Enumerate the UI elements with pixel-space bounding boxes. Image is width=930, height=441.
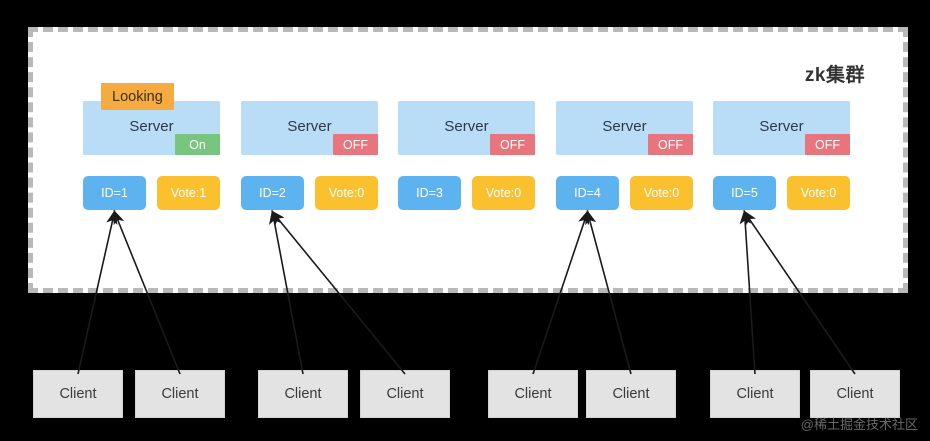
- client-box-6[interactable]: Client: [586, 370, 676, 418]
- client-box-1[interactable]: Client: [33, 370, 123, 418]
- server-vote-chip-1[interactable]: Vote:1: [157, 176, 220, 210]
- server-id-chip-1[interactable]: ID=1: [83, 176, 146, 210]
- server-label: Server: [129, 117, 174, 135]
- server-label: Server: [287, 117, 332, 135]
- client-box-4[interactable]: Client: [360, 370, 450, 418]
- server-state-badge-2: OFF: [333, 134, 378, 155]
- server-chip-row-4: ID=4 Vote:0: [556, 176, 693, 210]
- server-id-chip-5[interactable]: ID=5: [713, 176, 776, 210]
- server-vote-chip-2[interactable]: Vote:0: [315, 176, 378, 210]
- server-state-badge-1: On: [175, 134, 220, 155]
- server-label: Server: [759, 117, 804, 135]
- server-vote-chip-4[interactable]: Vote:0: [630, 176, 693, 210]
- server-id-chip-4[interactable]: ID=4: [556, 176, 619, 210]
- server-id-chip-2[interactable]: ID=2: [241, 176, 304, 210]
- client-box-5[interactable]: Client: [488, 370, 578, 418]
- client-box-7[interactable]: Client: [710, 370, 800, 418]
- server-chip-row-3: ID=3 Vote:0: [398, 176, 535, 210]
- client-box-3[interactable]: Client: [258, 370, 348, 418]
- server-vote-chip-3[interactable]: Vote:0: [472, 176, 535, 210]
- server-chip-row-2: ID=2 Vote:0: [241, 176, 378, 210]
- client-box-8[interactable]: Client: [810, 370, 900, 418]
- looking-badge: Looking: [101, 83, 174, 110]
- client-box-2[interactable]: Client: [135, 370, 225, 418]
- zk-cluster-panel: zk集群: [28, 27, 908, 293]
- server-state-badge-5: OFF: [805, 134, 850, 155]
- server-state-badge-3: OFF: [490, 134, 535, 155]
- server-label: Server: [444, 117, 489, 135]
- cluster-title: zk集群: [804, 65, 865, 86]
- server-label: Server: [602, 117, 647, 135]
- server-chip-row-1: ID=1 Vote:1: [83, 176, 220, 210]
- server-chip-row-5: ID=5 Vote:0: [713, 176, 850, 210]
- server-id-chip-3[interactable]: ID=3: [398, 176, 461, 210]
- watermark: @稀土掘金技术社区: [800, 417, 918, 432]
- server-state-badge-4: OFF: [648, 134, 693, 155]
- server-vote-chip-5[interactable]: Vote:0: [787, 176, 850, 210]
